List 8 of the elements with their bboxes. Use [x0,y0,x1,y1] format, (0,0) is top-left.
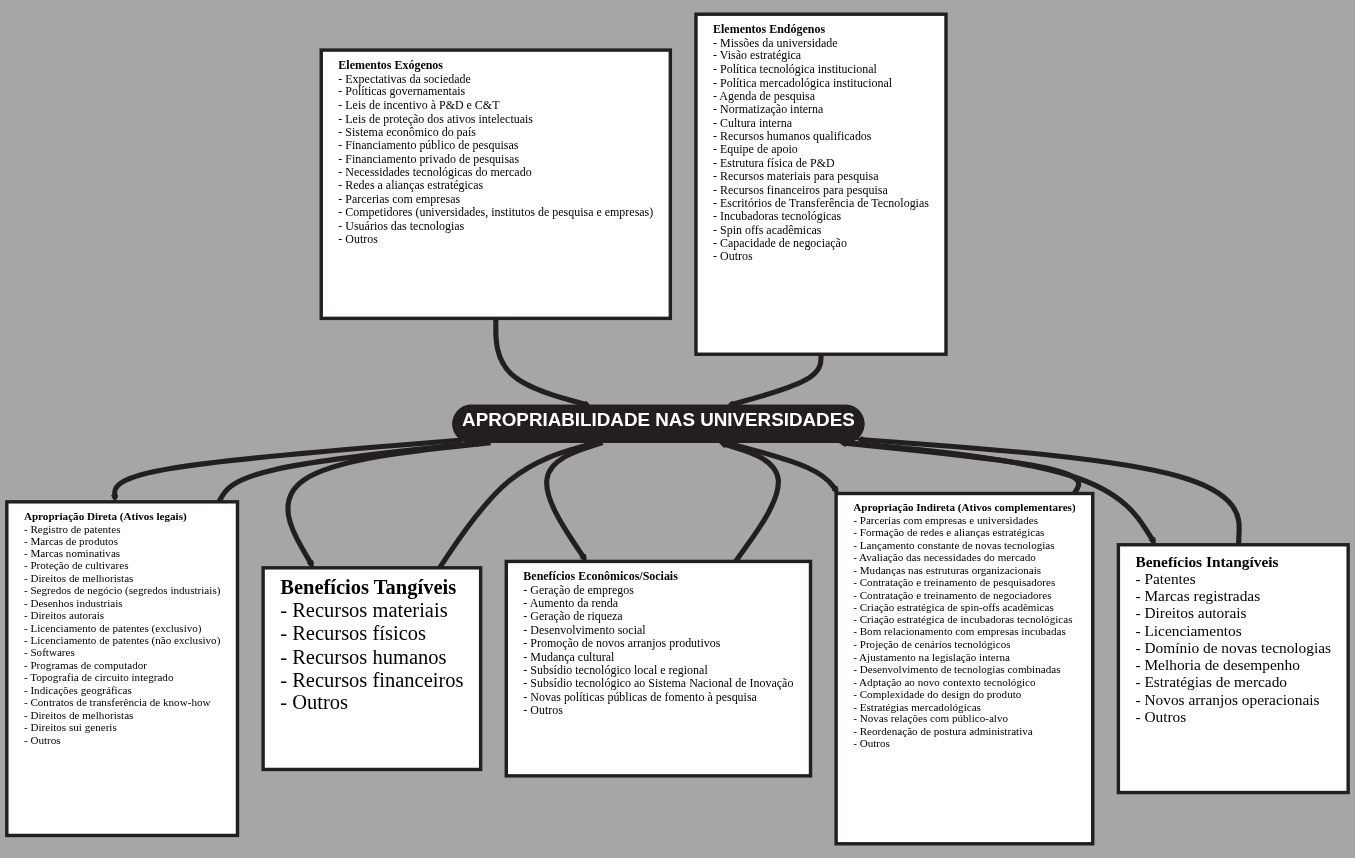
node-box: Apropriação Direta (Ativos legais) - Registro de patentes - Marcas de produtos - Marcas nominativas - Proteção de cultivares - Direitos de melhoristas - Segredos de negócio (segredos industriais) - Desenhos industriais - Direitos autorais - Licenciamento de patentes (exclusivo) - Licenciamento de patentes (não exclusivo) - Softwares - Programas de computador - Topografia de circuito integrado - Indicações geográficas - Contratos de transferência de know-how - Direitos de melhoristas - Direitos sui generis - Outros [5,500,240,838]
node-box: Apropriação Indireta (Ativos complementares) - Parcerias com empresas e universidades - Formação de redes e alianças estratégicas - Lançamento constante de novas tecnologias - Avaliação das necessidades do mercado - Mudanças nas estruturas organizacionais - Contratação e treinamento de pesquisadores - Contratação e treinamento de negociadores - Criação estratégica de spin-offs acadêmicas - Criação estratégica de incubadoras tecnológicas - Bom relacionamento com empresas incubadas - Projeção de cenários tecnológicos - Ajustamento na legislação interna - Desenvolvimento de tecnologias combinadas - Adptação ao novo contexto tecnológico - Complexidade do design do produto - Estratégias mercadológicas - Novas relações com público-alvo - Reordenação de postura administrativa - Outros [834,491,1095,846]
node-box: Elementos Exógenos - Expectativas da sociedade - Políticas governamentais - Leis de incentivo à P&D e C&T - Leis de proteção dos ativos intelectuais - Sistema econômico do país - Financiamento público de pesquisas - Financiamento privado de pesquisas - Necessidades tecnológicas do mercado - Redes a alianças estratégicas - Parcerias com empresas - Competidores (universidades, institutos de pesquisa e empresas) - Usuários das tecnologias - Outros [319,48,673,321]
node-box: Benefícios Intangíveis - Patentes - Marcas registradas - Direitos autorais - Licenciamentos - Domínio de novas tecnologias - Melhoria de desempenho - Estratégias de mercado - Novos arranjos operacionais - Outros [1116,543,1350,795]
node-box: Benefícios Tangíveis - Recursos materiais - Recursos físicos - Recursos humanos - Recursos financeiros - Outros [261,566,483,772]
arrow [856,435,1242,545]
node-box: Elementos Endógenos - Missões da universidade - Visão estratégica - Política tecnológica institucional - Política mercadológica institucional - Agenda de pesquisa - Normatização interna - Cultura interna - Recursos humanos qualificados - Equipe de apoio - Estrutura física de P&D - Recursos materiais para pesquisa - Recursos financeiros para pesquisa - Escritórios de Transferência de Tecnologias - Incubadoras tecnológicas - Spin offs acadêmicas - Capacidade de negociação - Outros [694,12,948,356]
node-box: Benefícios Econômicos/Sociais - Geração de empregos - Aumento da renda - Geração de riqueza - Desenvolvimento social - Promoção de novos arranjos produtivos - Mudança cultural - Subsídio tecnológico local e regional - Subsídio tecnológico ao Sistema Nacional de Inovação - Novas políticas públicas de fomento à pesquisa - Outros [504,559,813,778]
